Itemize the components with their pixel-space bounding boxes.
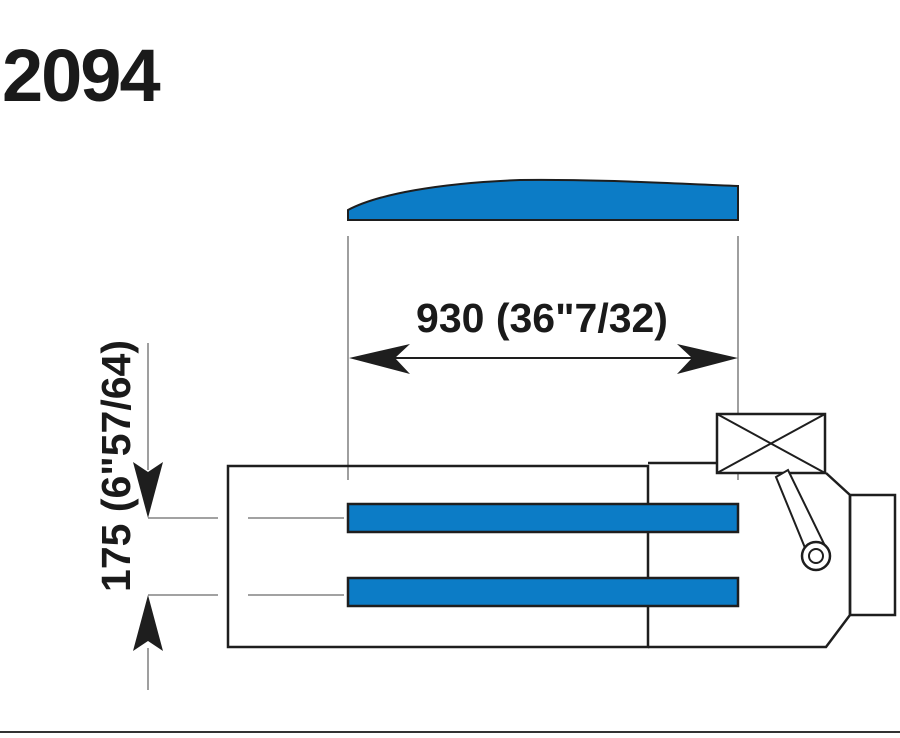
arrow-up-icon — [133, 595, 163, 651]
arrow-right-icon — [677, 344, 738, 374]
arrow-down-icon — [133, 462, 163, 518]
blade-lower — [346, 576, 740, 608]
end-cap — [848, 493, 897, 617]
clamp-box-cross-2 — [716, 413, 826, 474]
lever-knob-inner — [808, 548, 824, 564]
fixture-body — [226, 464, 650, 649]
bottom-border — [0, 731, 900, 733]
spacing-dimension-label: 175 (6"57/64) — [93, 340, 139, 592]
blade-profile — [347, 178, 739, 221]
blade-upper — [346, 502, 740, 534]
model-number: 2094 — [2, 34, 161, 117]
width-dimension-label: 930 (36"7/32) — [416, 295, 668, 341]
arrow-left-icon — [349, 344, 410, 374]
